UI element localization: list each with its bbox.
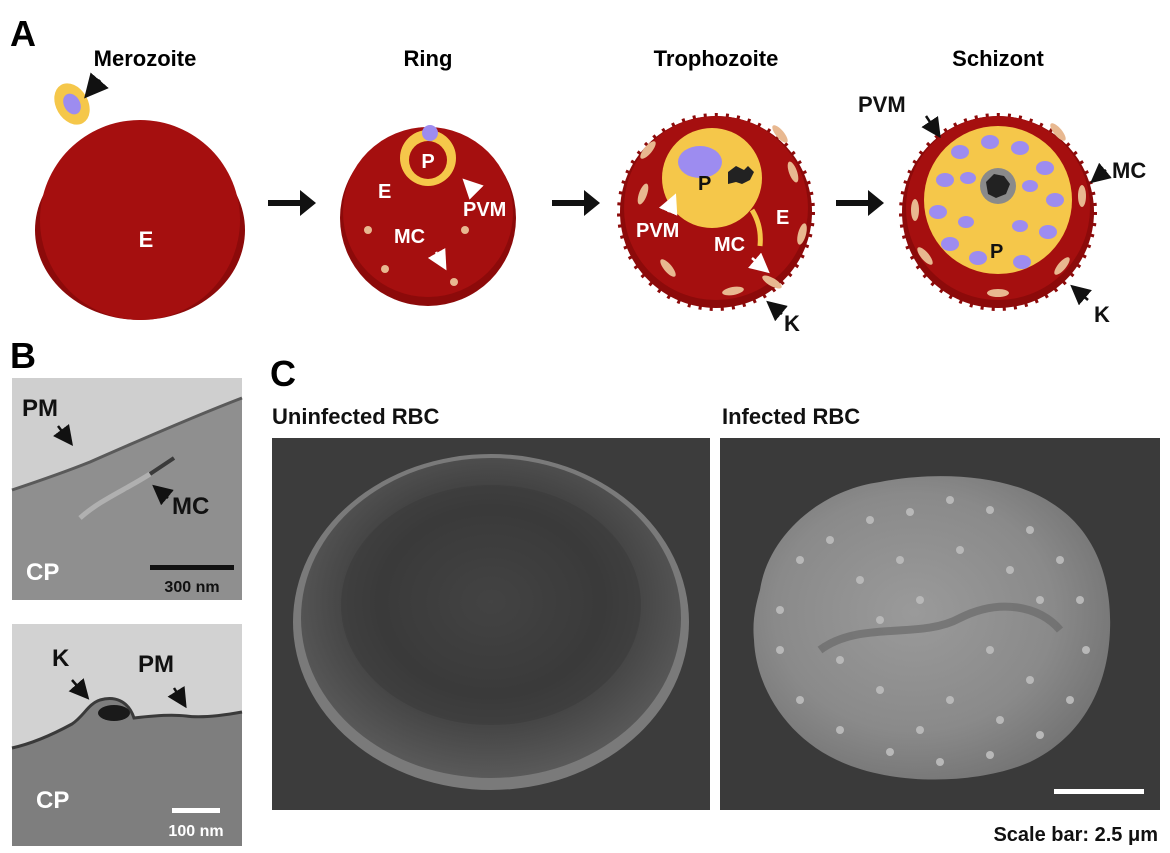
trophozoite-mc-label: MC xyxy=(714,234,745,256)
tem-micrograph-bottom: K PM CP 100 nm xyxy=(11,624,243,846)
stage-trophozoite-label: Trophozoite xyxy=(654,46,779,71)
tem-top-mc-label: MC xyxy=(172,493,209,520)
erythrocyte-label: E xyxy=(139,227,154,252)
scale-bar-300nm xyxy=(150,565,234,570)
tem-bottom-pm-label: PM xyxy=(138,651,174,678)
tem-top-scale-label: 300 nm xyxy=(164,579,219,596)
arrow-2-icon xyxy=(552,190,600,216)
panel-b-letter: B xyxy=(10,335,36,376)
tem-micrograph-top: PM MC CP 300 nm xyxy=(11,378,243,600)
ring-cell: P E PVM MC xyxy=(340,125,516,306)
infected-rbc-title: Infected RBC xyxy=(722,404,860,429)
trophozoite-k-label: K xyxy=(784,311,800,336)
ring-p-label: P xyxy=(421,151,434,173)
trophozoite-cell: P PVM MC E K xyxy=(617,113,815,336)
trophozoite-pvm-label: PVM xyxy=(636,220,679,242)
tem-top-pm-label: PM xyxy=(22,395,58,422)
schizont-p-label: P xyxy=(990,241,1003,263)
ring-mc-label: MC xyxy=(394,226,425,248)
panel-c: C Uninfected RBC Infected RBC xyxy=(270,353,1160,846)
sem-infected-rbc xyxy=(720,438,1160,810)
uninfected-rbc-title: Uninfected RBC xyxy=(272,404,440,429)
panel-a-letter: A xyxy=(10,13,36,54)
merozoite-parasite xyxy=(54,83,90,125)
stage-merozoite-label: Merozoite xyxy=(94,46,197,71)
ring-pvm-label: PVM xyxy=(463,199,506,221)
tem-bottom-k-label: K xyxy=(52,645,70,672)
arrow-1-icon xyxy=(268,190,316,216)
schizont-cell: P PVM MC K xyxy=(858,92,1146,327)
ring-e-label: E xyxy=(378,181,391,203)
scale-bar-caption: Scale bar: 2.5 μm xyxy=(993,824,1158,846)
stage-ring-label: Ring xyxy=(404,46,453,71)
panel-b: B PM MC CP 300 nm K PM CP xyxy=(10,335,243,846)
trophozoite-e-label: E xyxy=(776,207,789,229)
schizont-k-label: K xyxy=(1094,302,1110,327)
schizont-pvm-label: PVM xyxy=(858,92,906,117)
tem-bottom-cp-label: CP xyxy=(36,787,69,814)
schizont-mc-label: MC xyxy=(1112,158,1146,183)
tem-top-cp-label: CP xyxy=(26,559,59,586)
scale-bar-2-5um xyxy=(1054,789,1144,794)
schizont-merozoites xyxy=(929,135,1064,269)
panel-c-letter: C xyxy=(270,353,296,394)
stage-schizont-label: Schizont xyxy=(952,46,1044,71)
scale-bar-100nm xyxy=(172,808,220,813)
sem-uninfected-rbc xyxy=(272,438,710,810)
arrow-3-icon xyxy=(836,190,884,216)
knob-surface xyxy=(776,496,1090,766)
tem-bottom-scale-label: 100 nm xyxy=(168,823,223,840)
panel-a: A Merozoite Ring Trophozoite Schizont E … xyxy=(10,13,1146,336)
trophozoite-p-label: P xyxy=(698,173,711,195)
merozoite-cell: E xyxy=(35,72,245,320)
